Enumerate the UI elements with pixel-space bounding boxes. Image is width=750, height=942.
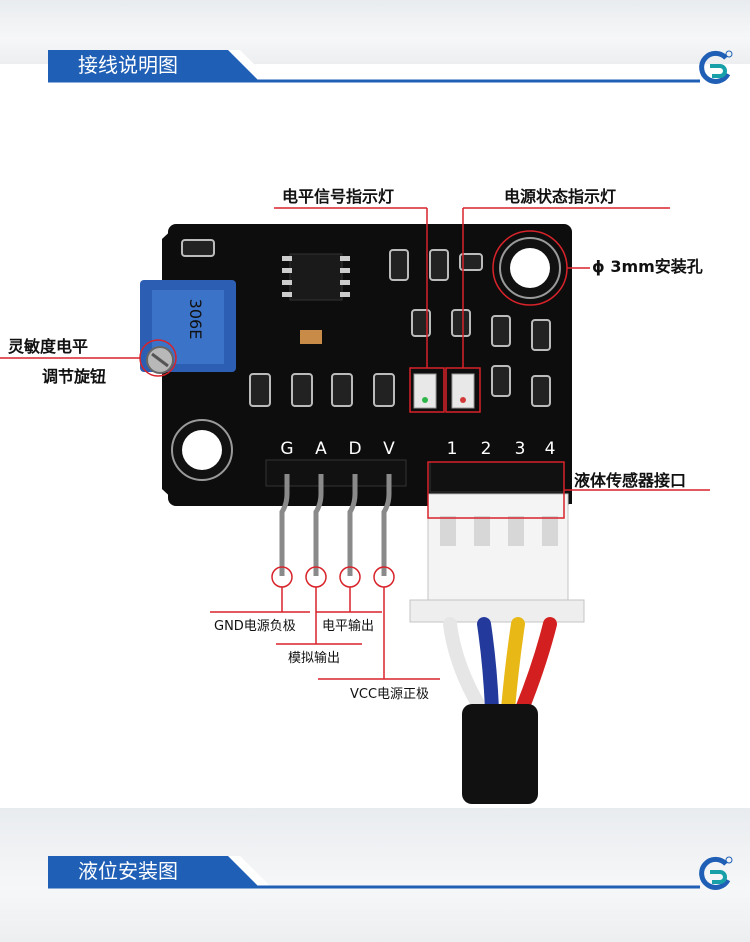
output-pins: [279, 474, 392, 576]
section-header-wiring: 接线说明图: [0, 46, 750, 110]
level-led: [413, 373, 437, 409]
sensor-board: 306E G A D V 1 2 3 4: [140, 224, 572, 506]
ic-chip: [289, 253, 343, 301]
capacitor: [300, 330, 322, 344]
callout-mount-hole: ϕ 3mm安装孔: [592, 257, 703, 276]
svg-text:306E: 306E: [186, 299, 205, 340]
section-title: 接线说明图: [78, 53, 178, 77]
section-title: 液位安装图: [78, 859, 178, 883]
callout-sensitivity-line2: 调节旋钮: [42, 367, 106, 386]
power-led: [451, 373, 475, 409]
white-connector: [409, 493, 585, 623]
callout-level-led: 电平信号指示灯: [282, 187, 394, 206]
pin-letter-a: A: [315, 439, 327, 459]
pin-number-3: 3: [515, 439, 526, 459]
callout-sensor-port: 液体传感器接口: [574, 471, 686, 490]
sensor-connector-header: [429, 461, 565, 493]
header-bar-graphic: [48, 50, 700, 83]
wiring-diagram: 306E G A D V 1 2 3 4: [0, 187, 710, 804]
callout-sensitivity-line1: 灵敏度电平: [8, 337, 88, 356]
pin-letter-d: D: [348, 439, 361, 459]
callout-power-led: 电源状态指示灯: [504, 187, 616, 206]
pin-number-1: 1: [447, 439, 458, 459]
section-header-install: 液位安装图: [0, 852, 750, 916]
pin-letter-v: V: [383, 439, 395, 459]
callout-lines: [0, 207, 710, 680]
brand-logo-icon: [699, 856, 733, 890]
callout-level-out: 电平输出: [322, 618, 374, 634]
brand-logo-icon: [699, 50, 733, 84]
pin-number-4: 4: [545, 439, 556, 459]
sensor-wires: [443, 617, 557, 716]
callout-analog-out: 模拟输出: [288, 650, 340, 666]
callout-gnd: GND电源负极: [214, 619, 296, 634]
callout-vcc: VCC电源正极: [350, 687, 429, 702]
header-bar-graphic: [48, 856, 700, 889]
pin-letter-g: G: [280, 439, 293, 459]
cable-sleeve: [462, 704, 538, 804]
pin-number-2: 2: [481, 439, 492, 459]
